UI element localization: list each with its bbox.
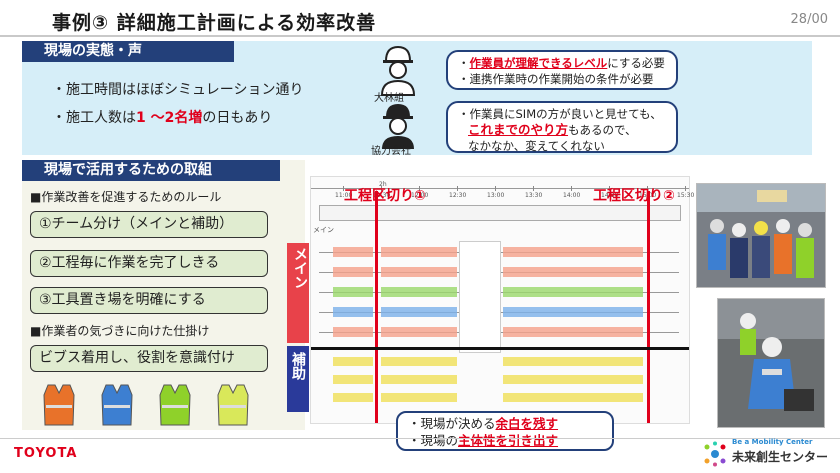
rule-tool-storage: ③工具置き場を明確にする <box>30 287 268 314</box>
support-task-bar <box>333 375 373 384</box>
time-tick <box>343 186 344 191</box>
task-header-row <box>319 205 681 221</box>
awareness-heading: ■作業者の気づきに向けた仕掛け <box>30 324 210 338</box>
org-tagline: Be a Mobility Center <box>732 438 813 446</box>
green-vest-icon <box>159 384 191 426</box>
task-bar <box>333 287 373 297</box>
partner-callout: ・作業員にSIMの方が良いと見せても、 これまでのやり方もあるので、 なかなか、… <box>446 101 678 153</box>
time-tick <box>419 186 420 191</box>
toyota-logo: TOYOTA <box>14 446 78 461</box>
support-task-bar <box>381 375 457 384</box>
task-bar <box>503 327 643 337</box>
obayashi-label: 大林組 <box>374 93 404 104</box>
callout-line: なかなか、変えてくれない <box>468 139 605 153</box>
task-bar <box>333 307 373 317</box>
time-tick <box>609 186 610 191</box>
bullet-simulation: ・施工時間はほぼシミュレーション通り <box>52 82 304 98</box>
obayashi-worker-icon <box>380 45 416 96</box>
time-tick <box>381 186 382 191</box>
time-tick-label: 14:00 <box>563 192 581 199</box>
obayashi-callout: ・作業員が理解できるレベルにする必要 ・連携作業時の作業開始の条件が必要 <box>446 50 678 90</box>
time-tick-label: 11:00 <box>335 192 353 199</box>
division-label-1: 工程区切り① <box>344 188 426 204</box>
page-title: 事例③ 詳細施工計画による効率改善 <box>52 12 377 34</box>
time-tick-label: 13:30 <box>525 192 543 199</box>
frontier-research-logo-icon <box>704 441 726 467</box>
blue-vest-icon <box>101 384 133 426</box>
takeaway-callout: ・現場が決める余白を残す ・現場の主体性を引き出す <box>396 411 614 451</box>
task-bar <box>381 327 457 337</box>
task-bar <box>333 267 373 277</box>
time-tick <box>495 186 496 191</box>
takeaway-line-2: ・現場の主体性を引き出す <box>408 433 559 448</box>
support-task-bar <box>503 393 643 402</box>
task-bar <box>381 267 457 277</box>
orange-vest-icon <box>43 384 75 426</box>
vest-row <box>42 383 272 429</box>
support-task-bar <box>333 357 373 366</box>
time-tick-label: 11:30 <box>373 192 391 199</box>
section-header-voices: 現場の実態・声 <box>22 41 234 62</box>
partner-label: 協力会社 <box>371 146 411 157</box>
division-line-2 <box>647 191 650 423</box>
bib-awareness-box: ビブス着用し、役割を意識付け <box>30 345 268 372</box>
time-tick <box>571 186 572 191</box>
time-tick <box>533 186 534 191</box>
division-line-1 <box>375 191 378 423</box>
task-bar <box>503 247 643 257</box>
zone-main-label: メイン <box>287 243 309 343</box>
worker-at-work-photo <box>717 298 825 428</box>
callout-line: これまでのやり方もあるので、 <box>468 122 637 137</box>
time-tick-label: 13:00 <box>487 192 505 199</box>
field-voice-panel: 現場の実態・声 ・施工時間はほぼシミュレーション通り ・施工人数は1 ～2名増の… <box>22 41 812 157</box>
partner-worker-icon <box>382 104 414 149</box>
time-tick <box>685 186 686 191</box>
rules-heading: ■作業改善を促進するためのルール <box>30 190 222 204</box>
title-divider <box>0 35 840 37</box>
time-tick-label: 12:30 <box>449 192 467 199</box>
time-tick <box>457 186 458 191</box>
task-bar <box>333 247 373 257</box>
task-bar <box>503 267 643 277</box>
support-task-bar <box>503 375 643 384</box>
task-bar <box>381 287 457 297</box>
bullet-headcount: ・施工人数は1 ～2名増の日もあり <box>52 110 273 126</box>
footer-divider <box>0 438 840 439</box>
time-tick-label: 12:00 <box>411 192 429 199</box>
section-header-initiatives: 現場で活用するための取組 <box>22 160 280 181</box>
org-name: 未来創生センター <box>732 450 829 464</box>
task-bar <box>503 287 643 297</box>
time-tick-label: 15:30 <box>677 192 695 199</box>
support-task-bar <box>333 393 373 402</box>
page-number: 28/00 <box>790 12 828 27</box>
callout-line: ・作業員にSIMの方が良いと見せても、 <box>458 107 662 121</box>
support-task-bar <box>503 357 643 366</box>
rule-team-split: ①チーム分け（メインと補助） <box>30 211 268 238</box>
support-task-bar <box>381 357 457 366</box>
callout-line: ・作業員が理解できるレベルにする必要 <box>458 56 665 70</box>
takeaway-line-1: ・現場が決める余白を残す <box>408 416 559 431</box>
task-bar <box>503 307 643 317</box>
zone-support-label: 補助 <box>287 346 309 412</box>
yellow-vest-icon <box>217 384 249 426</box>
task-bar <box>381 307 457 317</box>
time-tick-label: 14:30 <box>601 192 619 199</box>
callout-line: ・連携作業時の作業開始の条件が必要 <box>458 72 654 86</box>
time-tick <box>647 186 648 191</box>
division-label-2: 工程区切り② <box>593 188 675 204</box>
task-bar <box>381 247 457 257</box>
rule-complete-each-step: ②工程毎に作業を完了しきる <box>30 250 268 277</box>
team-meeting-photo <box>696 183 826 288</box>
main-support-divider <box>311 347 689 350</box>
time-axis <box>311 188 689 189</box>
task-bar <box>333 327 373 337</box>
break-block <box>459 241 501 353</box>
support-task-bar <box>381 393 457 402</box>
